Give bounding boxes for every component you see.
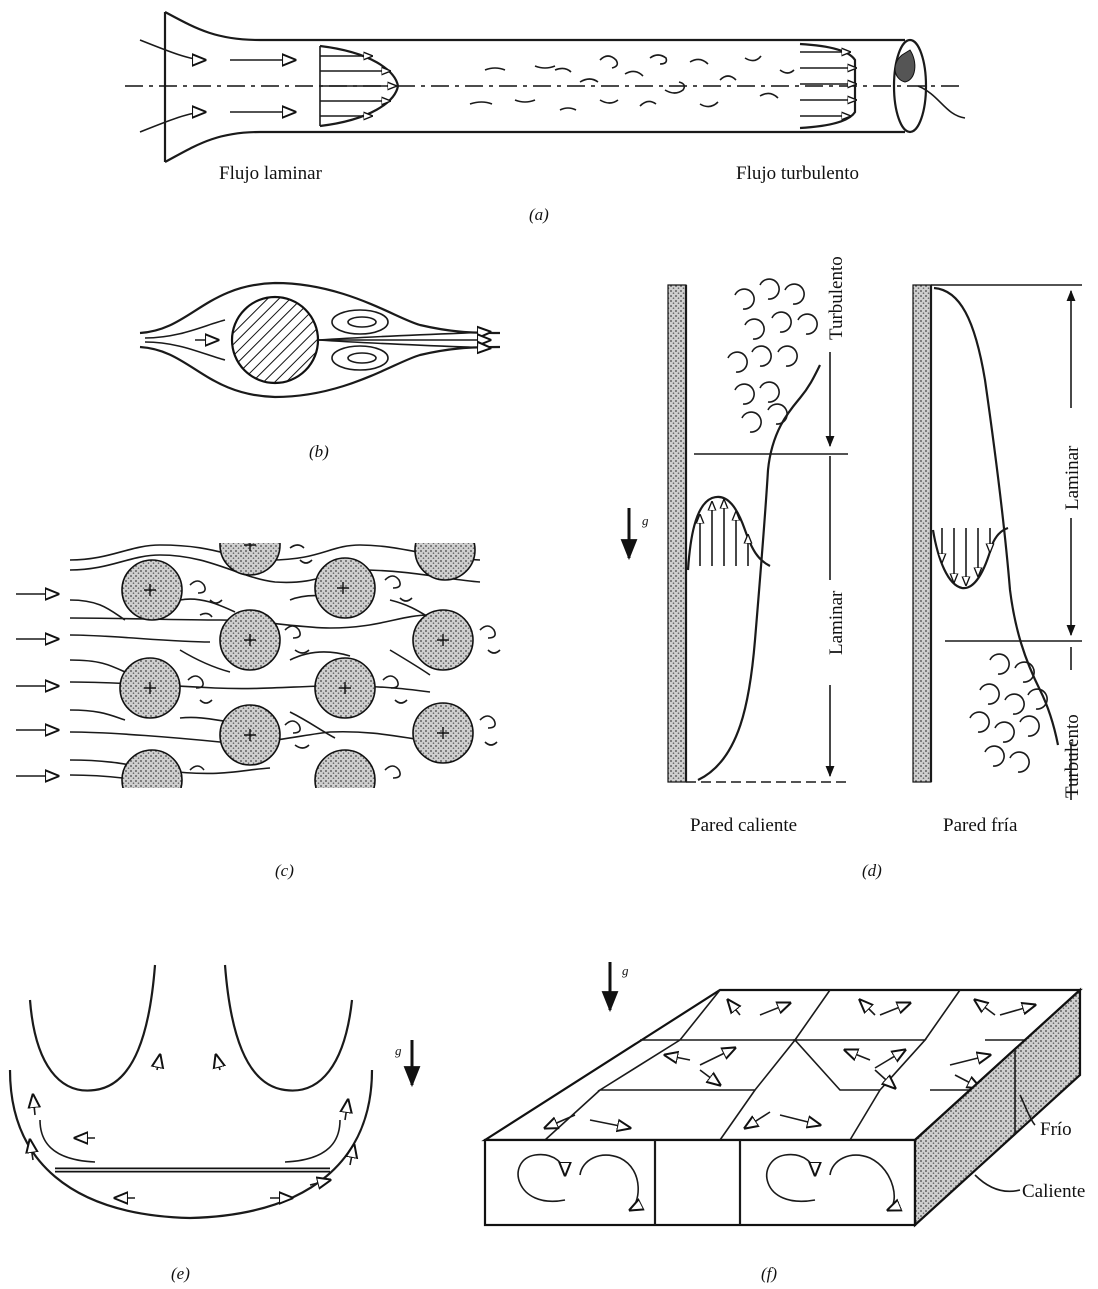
layer-front-face [485,1140,915,1225]
panel-c-tube-bank: (c) [16,515,500,880]
gravity-label-d: g [642,513,649,528]
pipe-top-wall [165,12,905,40]
label-cold-laminar: Laminar [1062,445,1083,510]
label-hot-wall: Pared caliente [690,815,797,836]
gravity-label-e: g [395,1043,402,1058]
panel-e-heated-plate-plume: g (e) [10,965,412,1283]
label-hot-laminar: Laminar [826,590,847,655]
label-laminar-flow: Flujo laminar [219,163,323,184]
label-cold-wall: Pared fría [943,815,1018,836]
turbulent-eddies [470,55,794,110]
caption-a: (a) [529,205,549,224]
cold-wall [913,285,931,782]
panel-f-benard-cells: g Frío Caliente (f) [485,962,1085,1283]
pipe-bottom-wall [165,132,905,162]
panel-d-natural-convection-walls: g Turbulento Laminar Laminar Turbulento [629,256,1083,880]
caption-d: (d) [862,861,882,880]
gravity-label-f: g [622,963,629,978]
tube-array [120,515,475,810]
cold-boundary-layer [934,288,1058,745]
label-cold-turbulent: Turbulento [1062,714,1083,798]
label-cold-top: Frío [1040,1119,1072,1140]
caption-f: (f) [761,1264,777,1283]
panel-a-pipe-flow: Flujo laminar Flujo turbulento (a) [125,12,965,224]
caption-b: (b) [309,442,329,461]
panel-b-cylinder-wake: (b) [140,283,500,461]
label-hot-turbulent: Turbulento [826,256,847,340]
caption-c: (c) [275,861,294,880]
label-hot-bottom: Caliente [1022,1181,1085,1202]
inflow-arrows [16,594,58,776]
cylinder [232,297,318,383]
label-turbulent-flow: Flujo turbulento [736,163,859,184]
hot-wall [668,285,686,782]
caption-e: (e) [171,1264,190,1283]
